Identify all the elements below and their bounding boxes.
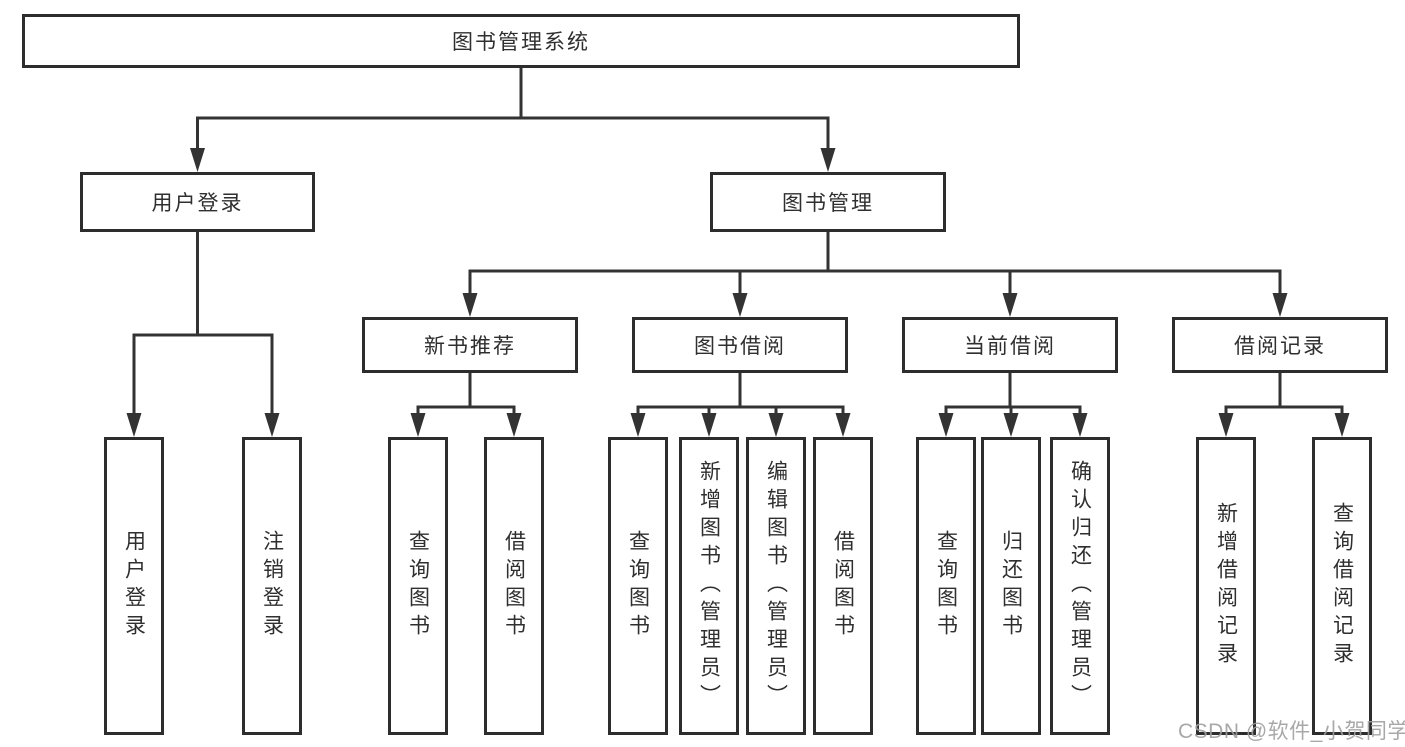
node-label: 编辑图书（管理员） (764, 460, 788, 712)
node-leaf-add-borrow-record: 新增借阅记录 (1196, 437, 1256, 735)
node-label: 查询图书 (934, 530, 958, 642)
arrowhead-icon (630, 413, 646, 437)
node-label: 图书借阅 (694, 335, 786, 358)
node-label: 用户登录 (151, 192, 244, 215)
node-label: 图书管理系统 (452, 31, 590, 54)
arrowhead-icon (820, 148, 836, 172)
node-leaf-query-books-1: 查询图书 (388, 437, 448, 735)
arrowhead-icon (1218, 413, 1234, 437)
node-label: 新书推荐 (424, 335, 516, 358)
node-leaf-query-books-2: 查询图书 (608, 437, 668, 735)
arrowhead-icon (410, 413, 426, 437)
node-user-login: 用户登录 (80, 172, 315, 232)
node-book-mgmt: 图书管理 (710, 172, 946, 232)
arrowhead-icon (1003, 413, 1019, 437)
node-label: 当前借阅 (964, 335, 1056, 358)
node-leaf-return-book: 归还图书 (981, 437, 1041, 735)
arrowhead-icon (938, 413, 954, 437)
node-label: 用户登录 (122, 530, 146, 642)
node-label: 查询借阅记录 (1330, 502, 1354, 670)
node-label: 图书管理 (782, 192, 874, 215)
node-label: 查询图书 (406, 530, 430, 642)
node-new-book-recommend: 新书推荐 (362, 317, 578, 373)
node-label: 注销登录 (260, 530, 284, 642)
node-label: 归还图书 (999, 530, 1023, 642)
arrowhead-icon (1002, 293, 1018, 317)
arrowhead-icon (264, 413, 280, 437)
arrowhead-icon (1072, 413, 1088, 437)
node-leaf-edit-book-admin: 编辑图书（管理员） (746, 437, 806, 735)
node-label: 确认归还（管理员） (1068, 460, 1092, 712)
node-leaf-logout: 注销登录 (242, 437, 302, 735)
arrowhead-icon (732, 293, 748, 317)
node-leaf-confirm-return-admin: 确认归还（管理员） (1050, 437, 1110, 735)
node-label: 借阅记录 (1234, 335, 1326, 358)
node-borrow-records: 借阅记录 (1172, 317, 1388, 373)
arrowhead-icon (1334, 413, 1350, 437)
node-leaf-add-book-admin: 新增图书（管理员） (679, 437, 739, 735)
node-label: 查询图书 (626, 530, 650, 642)
node-leaf-query-books-3: 查询图书 (916, 437, 976, 735)
node-book-borrow: 图书借阅 (632, 317, 848, 373)
node-leaf-user-login: 用户登录 (104, 437, 164, 735)
node-label: 借阅图书 (502, 530, 526, 642)
arrowhead-icon (506, 413, 522, 437)
arrowhead-icon (701, 413, 717, 437)
node-label: 借阅图书 (831, 530, 855, 642)
node-leaf-borrow-books-2: 借阅图书 (813, 437, 873, 735)
node-current-borrow: 当前借阅 (902, 317, 1118, 373)
node-leaf-query-borrow-record: 查询借阅记录 (1312, 437, 1372, 735)
arrowhead-icon (835, 413, 851, 437)
node-root: 图书管理系统 (22, 14, 1020, 68)
watermark-text: CSDN @软件_小贺同学 (1178, 720, 1405, 743)
arrowhead-icon (126, 413, 142, 437)
arrowhead-icon (768, 413, 784, 437)
arrowhead-icon (1272, 293, 1288, 317)
node-leaf-borrow-books-1: 借阅图书 (484, 437, 544, 735)
node-label: 新增图书（管理员） (697, 460, 721, 712)
arrowhead-icon (190, 148, 205, 172)
node-label: 新增借阅记录 (1214, 502, 1238, 670)
arrowhead-icon (462, 293, 478, 317)
